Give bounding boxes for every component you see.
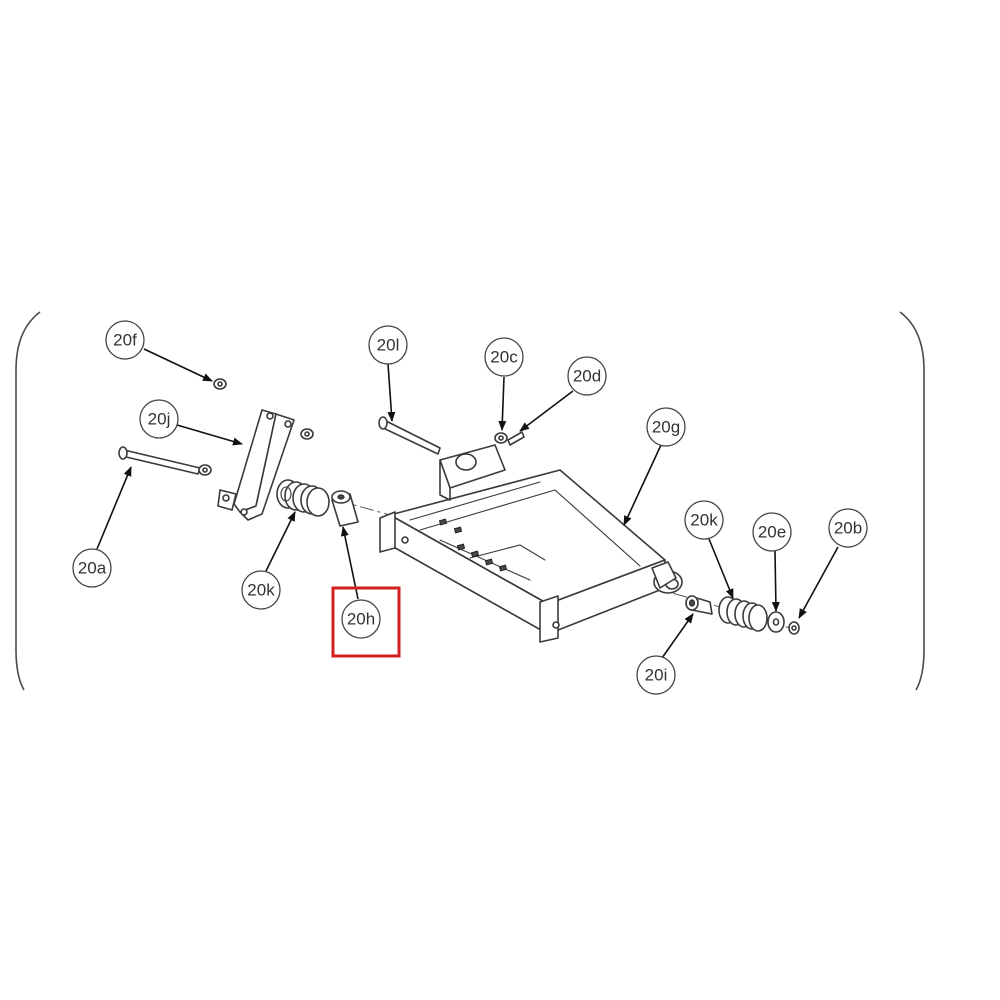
leader-20a bbox=[96, 466, 132, 550]
leader-lines bbox=[96, 348, 839, 659]
leader-20g bbox=[623, 444, 662, 526]
leader-20k-left bbox=[265, 511, 296, 572]
callout-20d: 20d bbox=[567, 356, 607, 396]
part-spring-right-20k bbox=[718, 596, 768, 632]
part-main-frame bbox=[379, 444, 683, 643]
frame-slots bbox=[438, 518, 508, 572]
leader-20j bbox=[176, 424, 243, 446]
part-bushing-20i bbox=[685, 595, 713, 615]
leader-20c bbox=[498, 376, 507, 431]
callout-20c: 20c bbox=[484, 337, 524, 377]
part-nut-20f bbox=[213, 378, 227, 390]
leader-20e bbox=[771, 550, 780, 612]
callout-20a: 20a bbox=[72, 548, 112, 588]
callout-label: 20b bbox=[834, 519, 862, 538]
callout-20f: 20f bbox=[105, 320, 145, 360]
callout-bubbles: 20f 20j 20a 20k 20h 20l 20c 20d bbox=[72, 320, 868, 695]
part-nut-20b bbox=[788, 621, 800, 635]
part-washer-20e bbox=[767, 611, 785, 633]
callout-label: 20l bbox=[377, 336, 400, 355]
callout-label: 20a bbox=[78, 559, 107, 578]
callout-20l: 20l bbox=[368, 325, 408, 365]
callout-20j: 20j bbox=[139, 399, 179, 439]
callout-label: 20h bbox=[347, 610, 375, 629]
part-link-bracket-20j bbox=[217, 409, 314, 521]
diagram-frame bbox=[15, 311, 925, 691]
callout-label: 20f bbox=[113, 331, 137, 350]
part-pin-20l bbox=[378, 416, 441, 455]
callout-label: 20g bbox=[652, 418, 680, 437]
callout-label: 20c bbox=[490, 348, 518, 367]
callout-label: 20j bbox=[148, 410, 171, 429]
leader-20k-right bbox=[708, 538, 734, 599]
callout-20h: 20h bbox=[341, 599, 381, 639]
part-bolt-20d bbox=[507, 431, 525, 446]
part-bushing-20h bbox=[331, 490, 359, 527]
callout-20g: 20g bbox=[646, 407, 686, 447]
callout-20b: 20b bbox=[828, 508, 868, 548]
part-spring-left-20k bbox=[276, 479, 330, 517]
callout-label: 20d bbox=[573, 367, 601, 386]
callout-20e: 20e bbox=[752, 512, 792, 552]
part-nut-20c bbox=[494, 432, 508, 444]
leader-20l bbox=[387, 363, 396, 422]
leader-20d bbox=[519, 390, 574, 432]
callout-label: 20e bbox=[758, 523, 786, 542]
callout-label: 20i bbox=[645, 666, 668, 685]
leader-20b bbox=[798, 546, 839, 619]
leader-20i bbox=[661, 613, 694, 659]
callout-label: 20k bbox=[247, 581, 275, 600]
highlight-box bbox=[331, 586, 401, 658]
callout-label: 20k bbox=[690, 511, 718, 530]
callout-20k-right: 20k bbox=[684, 500, 724, 540]
leader-20f bbox=[143, 348, 213, 382]
callout-20i: 20i bbox=[636, 655, 676, 695]
part-pivot-pin-20a bbox=[118, 446, 212, 476]
callout-20k-left: 20k bbox=[241, 570, 281, 610]
